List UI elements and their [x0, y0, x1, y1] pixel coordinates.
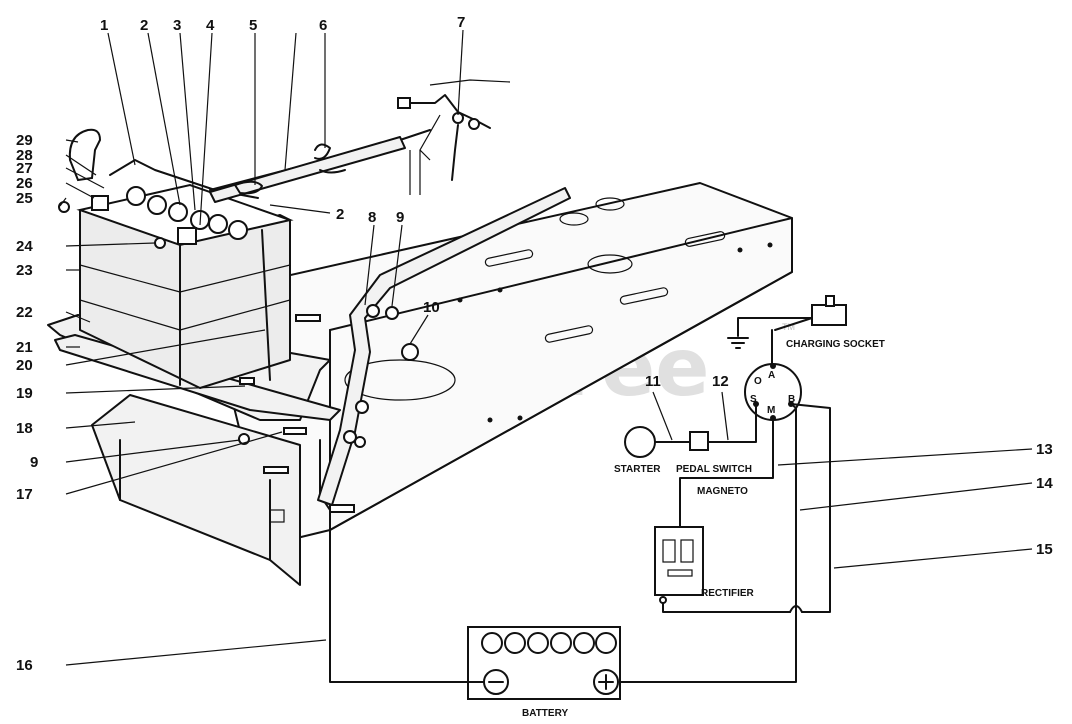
label-battery: BATTERY: [522, 708, 568, 719]
schematic-labels: CHARGING SOCKET STARTER PEDAL SWITCH MAG…: [522, 339, 885, 719]
callout-7: 7: [457, 14, 465, 31]
callout-23: 23: [16, 262, 33, 279]
callout-21: 21: [16, 339, 33, 356]
hardware: [238, 304, 419, 513]
callout-18: 18: [16, 420, 33, 437]
callout-2b: 2: [336, 206, 344, 223]
label-starter: STARTER: [614, 464, 661, 475]
callout-14: 14: [1036, 475, 1053, 492]
callout-13: 13: [1036, 441, 1053, 458]
callout-26: 26: [16, 175, 33, 192]
callout-1: 1: [100, 17, 108, 34]
label-pedal-switch: PEDAL SWITCH: [676, 464, 752, 475]
terminal-o: O: [754, 376, 762, 387]
terminal-a: A: [768, 370, 775, 381]
callout-8: 8: [368, 209, 376, 226]
callout-10: 10: [423, 299, 440, 316]
callout-28: 28: [16, 147, 33, 164]
terminal-b: B: [788, 394, 795, 405]
battery-assembly: [47, 128, 341, 421]
callout-4: 4: [206, 17, 215, 34]
label-magneto: MAGNETO: [697, 486, 748, 497]
callout-16: 16: [16, 657, 33, 674]
callouts: 1 2 3 4 5 6 7 2 8 9 10 29 28 27 26 25 24…: [16, 14, 1053, 674]
callout-5: 5: [249, 17, 257, 34]
callout-9: 9: [396, 209, 404, 226]
callout-24: 24: [16, 238, 33, 255]
label-charging-socket: CHARGING SOCKET: [786, 339, 885, 350]
callout-20: 20: [16, 357, 33, 374]
callout-2: 2: [140, 17, 148, 34]
terminal-m: M: [767, 405, 775, 416]
callout-11: 11: [645, 373, 661, 390]
callout-15: 15: [1036, 541, 1053, 558]
callout-22: 22: [16, 304, 33, 321]
bent-rod: [317, 187, 571, 506]
callout-17: 17: [16, 486, 33, 503]
callout-6: 6: [319, 17, 327, 34]
callout-12: 12: [712, 373, 729, 390]
callout-9b: 9: [30, 454, 38, 471]
cables-rods: [109, 79, 511, 203]
callout-27: 27: [16, 160, 33, 177]
leader-lines: [59, 29, 1033, 666]
callout-25: 25: [16, 190, 33, 207]
callout-29: 29: [16, 132, 33, 149]
watermark-trademark: TM: [782, 322, 795, 332]
callout-3: 3: [173, 17, 181, 34]
callout-19: 19: [16, 385, 33, 402]
label-rectifier: RECTIFIER: [701, 588, 755, 599]
terminal-s: S: [750, 394, 757, 405]
wiring-schematic: [329, 295, 847, 700]
